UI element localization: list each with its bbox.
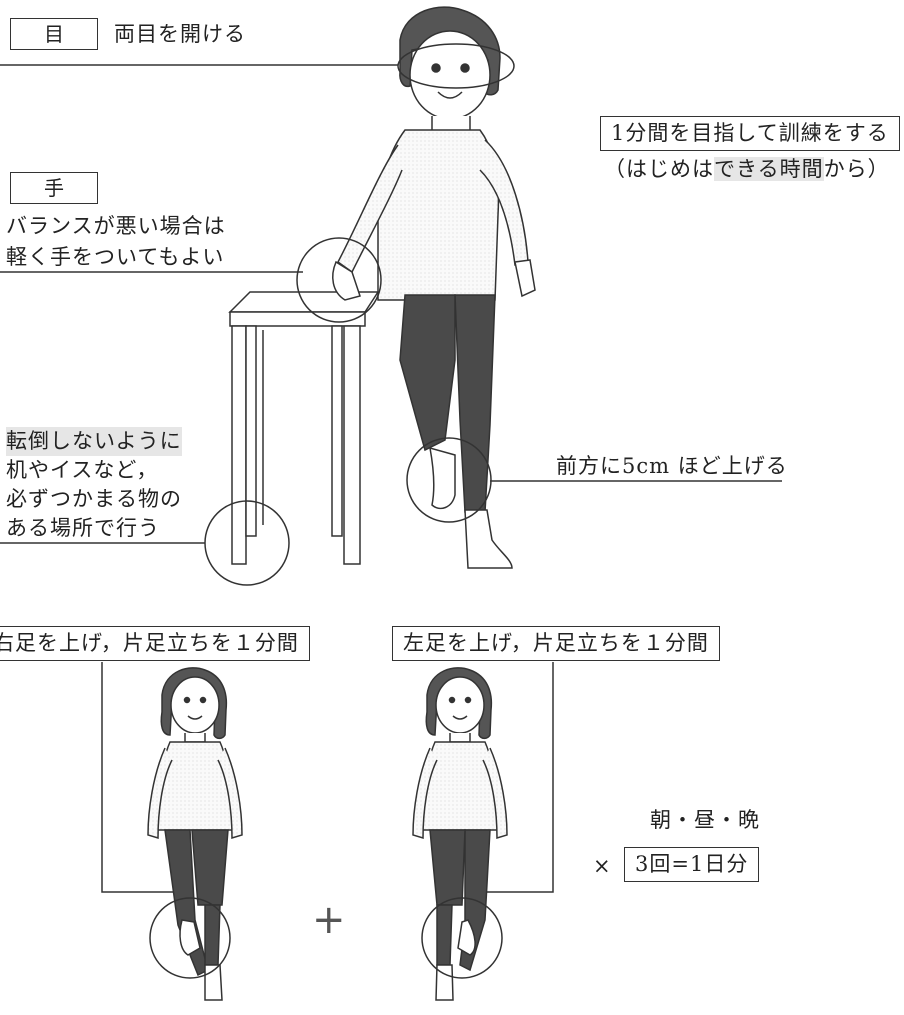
table-figure <box>228 291 380 565</box>
eye-text: 両目を開ける <box>114 22 246 46</box>
goal-subtext-close: から） <box>823 157 890 181</box>
foot-highlight-circle <box>406 437 492 523</box>
left-leg-bracket <box>478 662 554 893</box>
foot-text: 前方に5cm ほど上げる <box>556 454 788 478</box>
schedule-box: 3回=1日分 <box>624 847 760 882</box>
hand-highlight-circle <box>296 237 382 323</box>
hand-tag: 手 <box>10 172 98 204</box>
plus-sign: + <box>312 897 347 943</box>
left-leg-box: 左足を上げ，片足立ちを１分間 <box>392 626 720 661</box>
right-leg-figure <box>147 667 243 1001</box>
right-leg-box: 右足を上げ，片足立ちを１分間 <box>0 626 310 661</box>
times-sign: × <box>593 854 612 878</box>
main-figure <box>332 6 536 569</box>
goal-subtext-open: （はじめは <box>604 157 714 181</box>
left-leg-figure <box>412 667 508 1001</box>
hand-tag-text: 手 <box>44 176 64 200</box>
eye-highlight-circle <box>397 43 515 89</box>
goal-subtext: （はじめはできる時間から） <box>604 155 890 184</box>
table-highlight-circle <box>204 500 290 586</box>
hand-text-line-1: バランスが悪い場合は <box>6 214 226 238</box>
goal-box: 1分間を目指して訓練をする <box>600 116 900 151</box>
goal-subtext-shaded: できる時間 <box>714 157 824 181</box>
hand-text-line-2: 軽く手をついてもよい <box>6 245 225 269</box>
eye-tag: 目 <box>10 18 98 50</box>
eye-tag-text: 目 <box>44 22 64 46</box>
right-leg-bracket <box>101 662 178 893</box>
left-leg-foot-circle <box>421 897 503 979</box>
safety-line-2: 机やイスなど， <box>6 458 159 482</box>
right-leg-foot-circle <box>149 897 231 979</box>
safety-line-4: ある場所で行う <box>6 516 160 540</box>
safety-line-1: 転倒しないように <box>6 427 182 456</box>
schedule-text: 朝・昼・晩 <box>650 808 760 832</box>
safety-line-3: 必ずつかまる物の <box>6 487 182 511</box>
